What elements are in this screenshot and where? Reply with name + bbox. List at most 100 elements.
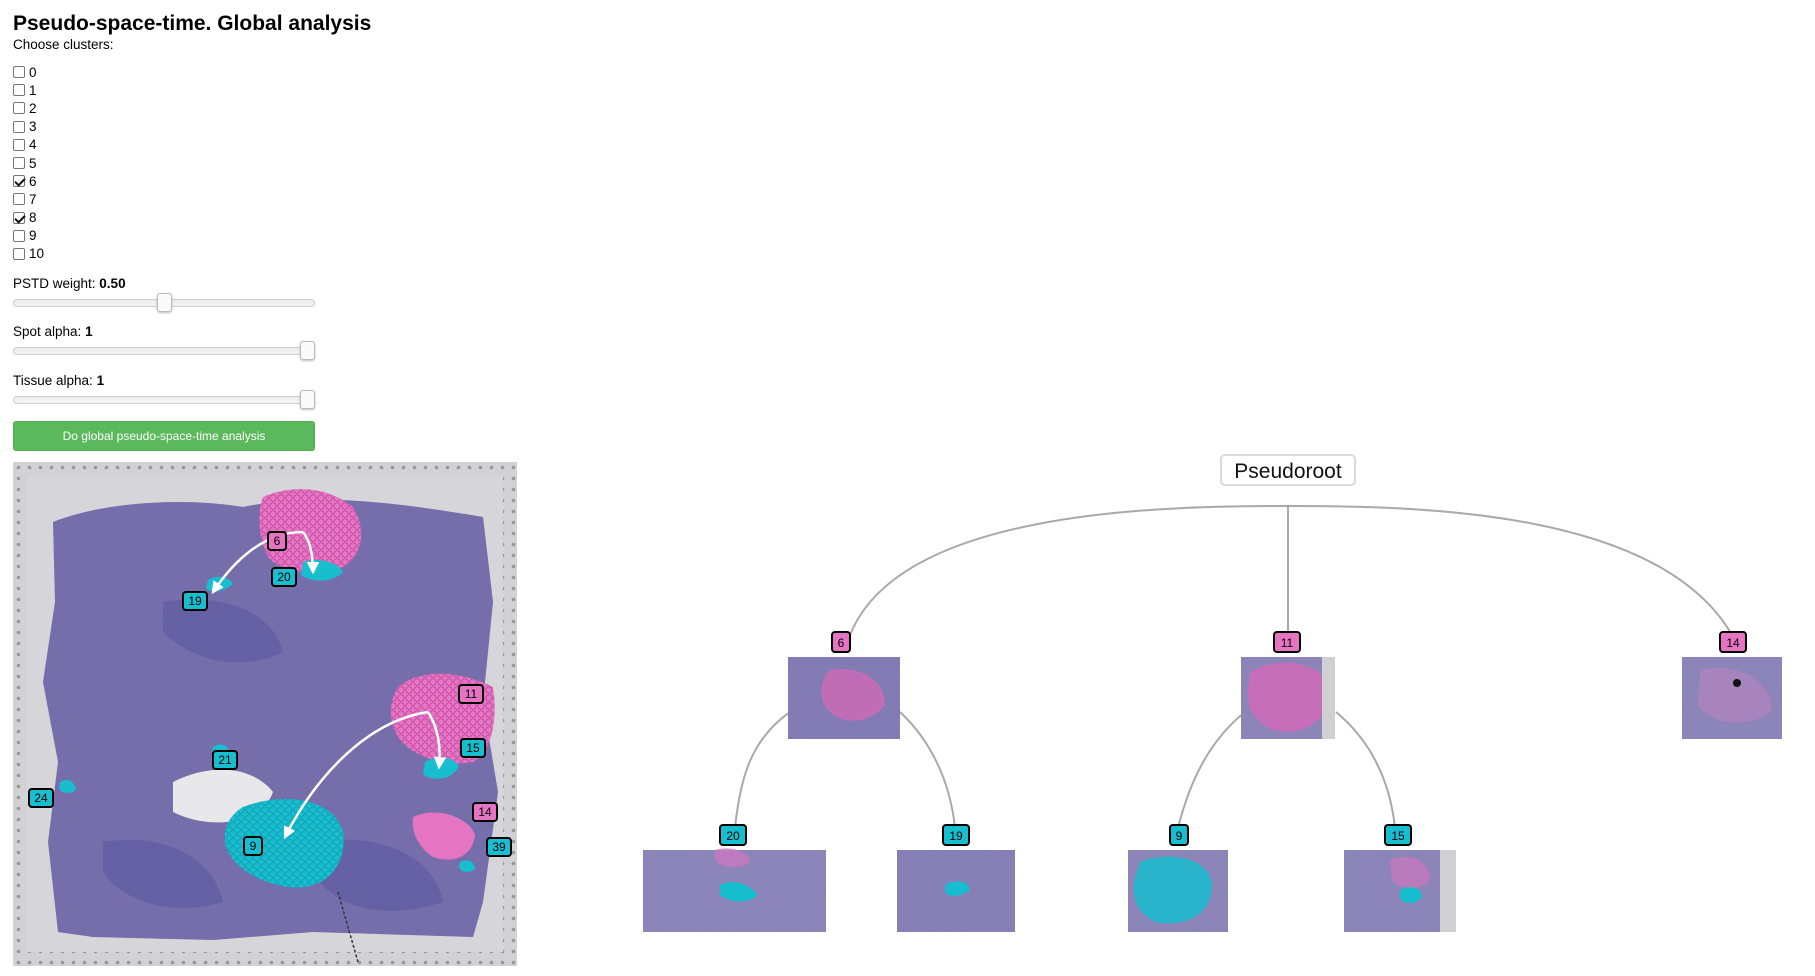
cluster-option-8[interactable]: 8: [13, 209, 44, 227]
cluster-option-2[interactable]: 2: [13, 99, 44, 117]
cluster-checkbox[interactable]: [13, 229, 25, 242]
spot-alpha-value: 1: [85, 324, 93, 339]
cluster-checkbox[interactable]: [13, 247, 25, 260]
tissue-cluster-label: 24: [28, 788, 54, 808]
cluster-checkbox[interactable]: [13, 211, 25, 224]
spot-grid: [224, 799, 344, 888]
tissue-cluster-label-text: 9: [250, 839, 257, 853]
cluster-checkbox[interactable]: [13, 84, 25, 97]
tissue-cluster-label-text: 6: [274, 534, 281, 548]
cluster-option-label: 1: [29, 82, 37, 98]
tree-edge: [1177, 711, 1246, 829]
tissue-alpha-slider[interactable]: [13, 390, 315, 409]
slider-track[interactable]: [13, 347, 315, 355]
run-global-analysis-button[interactable]: Do global pseudo-space-time analysis: [13, 421, 315, 451]
tree-node-label: 11: [1281, 636, 1294, 650]
slider-thumb[interactable]: [156, 293, 172, 312]
tree-edge: [1335, 711, 1396, 829]
tree-edge: [899, 711, 956, 829]
tissue-cluster-label: 19: [182, 591, 208, 611]
cluster-option-5[interactable]: 5: [13, 154, 44, 172]
trajectory-arrow: [283, 710, 429, 840]
slide-scratch: [337, 891, 359, 963]
tree-node-label: 14: [1726, 636, 1740, 650]
tissue-cluster-label-text: 19: [188, 594, 202, 608]
cluster-checkbox[interactable]: [13, 175, 25, 188]
cluster-option-label: 10: [29, 246, 45, 262]
cluster-checkbox[interactable]: [13, 157, 25, 170]
tissue-cluster-label-text: 11: [465, 687, 478, 701]
trajectory-arrow: [426, 711, 447, 770]
choose-clusters-label: Choose clusters:: [13, 37, 114, 52]
tree-edge: [1287, 505, 1733, 636]
pstd-weight-label: PSTD weight: 0.50: [13, 276, 126, 291]
tissue-map-svg: 6 20 19 11 15 21 24 14 9 39: [13, 462, 517, 966]
tissue-cluster-label: 39: [486, 837, 512, 857]
cluster-checkbox-list: 0 1 2 3 4 5 6 7 8 9 10: [13, 63, 44, 263]
cluster-checkbox[interactable]: [13, 138, 25, 151]
tissue-cluster-label: 11: [458, 684, 484, 704]
slider-thumb[interactable]: [300, 341, 315, 360]
cluster-option-3[interactable]: 3: [13, 118, 44, 136]
spot-alpha-slider[interactable]: [13, 341, 315, 360]
cluster-option-10[interactable]: 10: [13, 245, 44, 263]
pstd-weight-slider[interactable]: [13, 293, 315, 312]
slider-track[interactable]: [13, 396, 315, 404]
trajectory-arrow: [301, 531, 320, 575]
cluster-option-label: 0: [29, 64, 37, 80]
tree-node-label: 15: [1391, 829, 1405, 843]
dense-region: [103, 839, 223, 908]
tree-edge: [734, 711, 791, 829]
cluster-option-label: 2: [29, 100, 37, 116]
pseudotime-tree-svg: Pseudoroot 6 11 14 20 19: [643, 454, 1782, 932]
tree-edge: [849, 505, 1289, 636]
tree-node-15: 15: [1344, 824, 1456, 932]
dense-region: [313, 839, 443, 911]
cluster-option-6[interactable]: 6: [13, 172, 44, 190]
trajectory-arrows: [211, 530, 447, 840]
cluster-option-label: 4: [29, 137, 37, 153]
tree-edges: [734, 505, 1733, 829]
cluster-checkbox[interactable]: [13, 66, 25, 79]
dense-region: [163, 599, 283, 663]
tree-node-label: 20: [726, 829, 740, 843]
tissue-alpha-value: 1: [96, 373, 105, 388]
tissue-cluster-label-text: 15: [466, 741, 480, 755]
page-title: Pseudo-space-time. Global analysis: [13, 12, 372, 35]
tree-node-20: 20: [643, 824, 826, 932]
spot-cluster-24: [59, 779, 76, 793]
cluster-option-label: 9: [29, 228, 37, 244]
tissue-cluster-label-text: 20: [277, 570, 291, 584]
tissue-cluster-label: 20: [271, 567, 297, 587]
cluster-option-label: 8: [29, 210, 37, 226]
cluster-option-label: 5: [29, 155, 37, 171]
tree-node-19: 19: [897, 824, 1015, 932]
cluster-option-7[interactable]: 7: [13, 190, 44, 208]
tissue-map-panel: 6 20 19 11 15 21 24 14 9 39: [13, 462, 517, 966]
cluster-checkbox[interactable]: [13, 193, 25, 206]
tissue-texture: [43, 499, 498, 940]
tissue-alpha-label: Tissue alpha: 1: [13, 373, 105, 388]
tissue-cluster-label-text: 39: [492, 840, 506, 854]
trajectory-arrow: [211, 530, 304, 595]
tissue-cluster-label: 14: [472, 802, 498, 822]
spot-grid: [259, 489, 362, 573]
tree-node-label: 9: [1176, 829, 1183, 843]
tissue-cluster-label-text: 24: [34, 791, 48, 805]
cluster-checkbox[interactable]: [13, 120, 25, 133]
tree-node-11: 11: [1241, 631, 1335, 739]
cluster-option-4[interactable]: 4: [13, 136, 44, 154]
tissue-cluster-label-text: 14: [478, 805, 492, 819]
tree-root-label: Pseudoroot: [1234, 460, 1342, 483]
cluster-option-1[interactable]: 1: [13, 81, 44, 99]
cluster-checkbox[interactable]: [13, 102, 25, 115]
tree-node-9: 9: [1128, 824, 1228, 932]
cluster-option-9[interactable]: 9: [13, 227, 44, 245]
cluster-option-label: 6: [29, 173, 37, 189]
spot-alpha-label: Spot alpha: 1: [13, 324, 93, 339]
cluster-option-0[interactable]: 0: [13, 63, 44, 81]
tissue-cluster-label: 6: [267, 531, 287, 551]
tree-node-14: 14: [1682, 631, 1782, 739]
slider-thumb[interactable]: [300, 390, 315, 409]
tissue-cluster-label: 9: [243, 836, 263, 856]
